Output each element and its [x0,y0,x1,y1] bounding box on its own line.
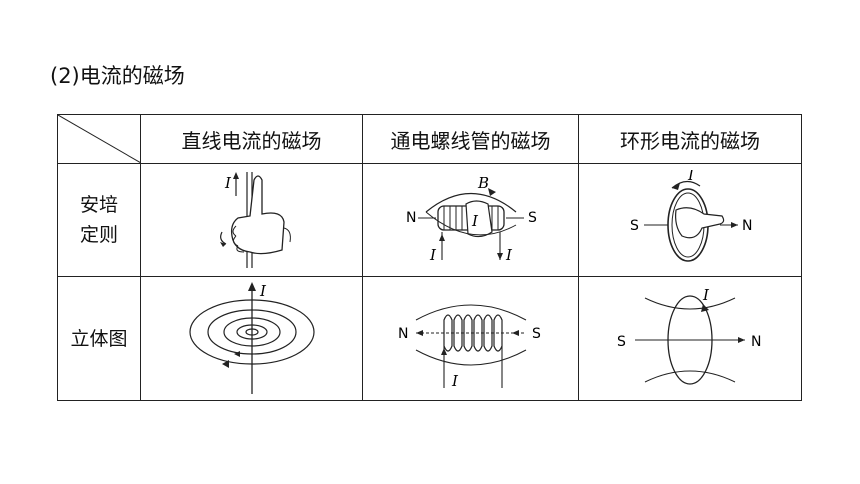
column-header-solenoid: 通电螺线管的磁场 [362,114,579,164]
current-label: I [259,282,267,300]
current-label: I [702,286,710,304]
row-label-line: 定则 [79,224,118,246]
current-label: I [505,246,513,264]
north-pole-label: N [742,218,752,234]
cell-loop-rule: I S N [578,163,802,277]
north-pole-label: N [751,334,761,350]
current-label: I [471,212,479,230]
cell-solenoid-rule: B I N S I [362,163,579,277]
magnetic-field-table: 直线电流的磁场 通电螺线管的磁场 环形电流的磁场 安培 定则 I [57,114,802,401]
section-heading: (2)电流的磁场 [50,64,185,88]
row-label-line: 安培 [79,194,118,216]
north-pole-label: N [406,210,416,226]
south-pole-label: S [532,326,541,342]
row-label-ampere-rule: 安培 定则 [57,163,141,277]
concentric-field-lines-figure: I [188,281,315,394]
cell-straight-wire-rule: I [140,163,363,277]
south-pole-label: S [528,210,537,226]
current-label: I [429,246,437,264]
hand-gripping-wire-figure: I [219,172,291,268]
row-label-3d-view: 立体图 [57,276,141,401]
column-header-straight-wire: 直线电流的磁场 [140,114,363,164]
loop-field-lines-figure: I S N [617,286,761,385]
current-label: I [224,174,232,192]
hand-on-solenoid-figure: B I N S I [406,174,537,264]
column-header-loop: 环形电流的磁场 [578,114,802,164]
current-label: I [451,372,459,390]
cell-loop-3d: I S N [578,276,802,401]
field-label: B [477,174,489,192]
cell-straight-wire-3d: I [140,276,363,401]
row-label-line: 立体图 [70,327,128,350]
hand-in-loop-figure: I S N [630,170,752,262]
solenoid-field-lines-figure: N S I [398,304,541,390]
south-pole-label: S [617,334,626,350]
south-pole-label: S [630,218,639,234]
table-corner-cell [57,114,141,164]
cell-solenoid-3d: N S I [362,276,579,401]
current-label: I [687,170,695,184]
north-pole-label: N [398,326,408,342]
diagonal-line [58,115,141,163]
